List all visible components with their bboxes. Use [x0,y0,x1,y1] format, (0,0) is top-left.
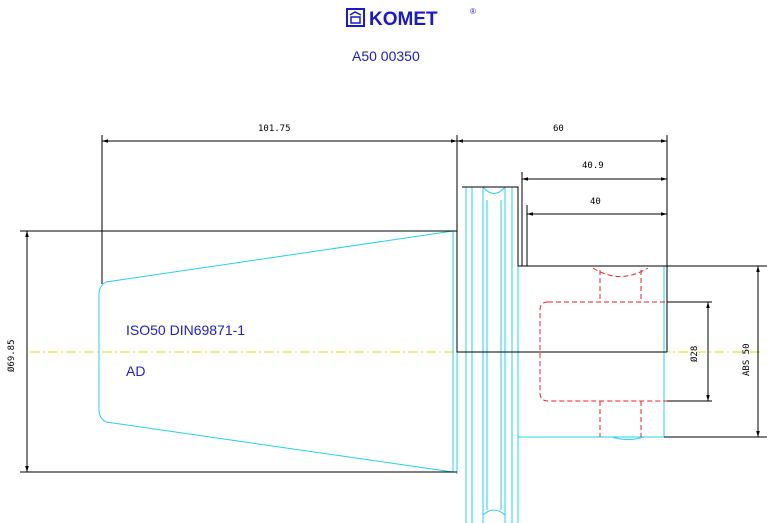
standard-note: ISO50 DIN69871-1 [126,322,245,338]
dim-bore-diameter: Ø28 [689,302,710,401]
komet-logo-icon [346,8,365,27]
dim-flange-length: 60 [457,124,667,143]
body-outline [20,180,668,473]
cross-bore-hidden [539,267,667,437]
brand-registered-mark: ® [470,7,476,16]
dim-overall-length-label: 101.75 [258,124,291,134]
dim-bore-depth-1: 40.9 [522,161,667,181]
dim-bore-diameter-label: Ø28 [689,346,700,362]
dim-flange-length-label: 60 [553,124,564,134]
part-number: A50 00350 [352,48,420,64]
dim-abs-size: ABS 50 [742,266,760,437]
dim-overall-length: 101.75 [102,124,457,143]
dim-abs-size-label: ABS 50 [742,343,752,376]
variant-note: AD [126,363,145,379]
komet-logo: KOMET ® [346,7,476,30]
dim-taper-diameter-label: Ø69.85 [6,339,17,372]
brand-name: KOMET [369,9,438,30]
dim-taper-diameter: Ø69.85 [6,231,29,472]
dim-bore-depth-2: 40 [527,197,667,216]
dim-bore-depth-1-label: 40.9 [582,161,604,171]
flange-v-groove [465,186,665,523]
dim-bore-depth-2-label: 40 [590,197,601,207]
